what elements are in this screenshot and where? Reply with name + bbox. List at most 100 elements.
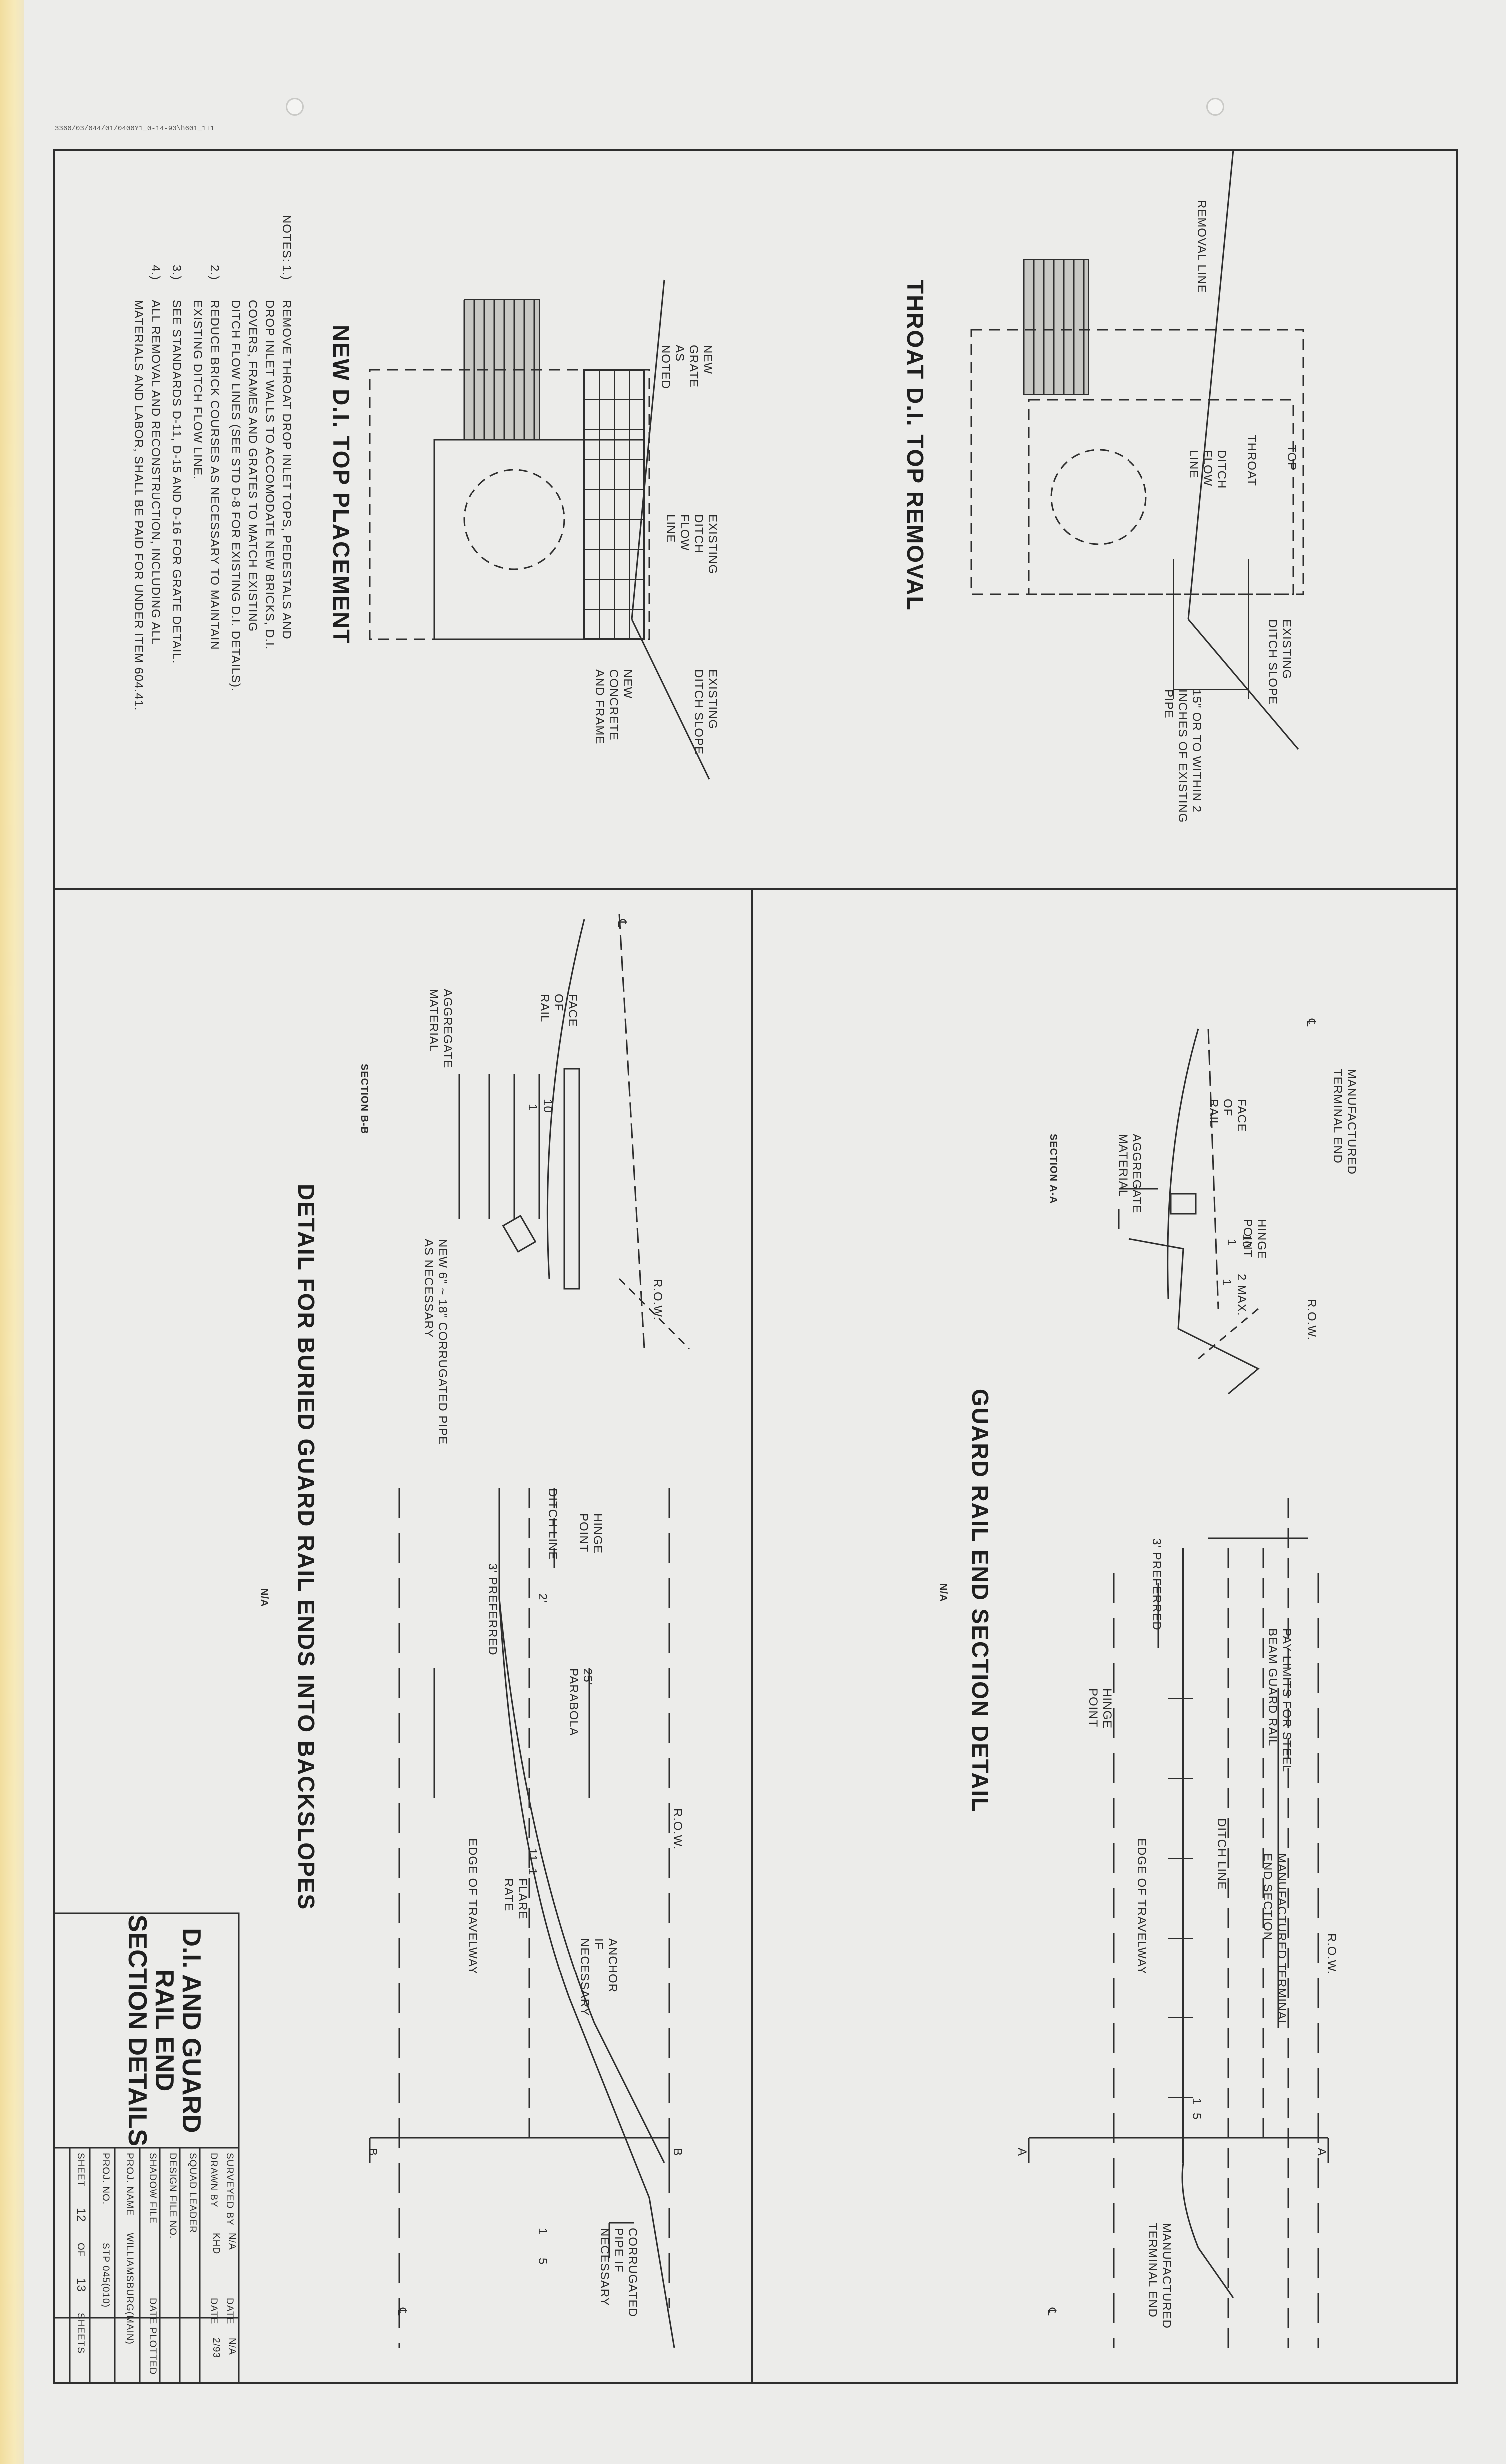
tb-date1-val: N/A [227,2338,237,2355]
buried-edge-travelway: EDGE OF TRAVELWAY [466,1838,479,1975]
section-mark-b-bottom: B [366,2148,379,2157]
existing-ditch-slope-label: EXISTING DITCH SLOPE [1266,619,1293,705]
buried-scale: N/A [259,1588,270,1607]
section-a-slope-2max-1: 1 [1220,1279,1233,1286]
buried-ditch-line: DITCH LINE [546,1488,559,1560]
section-b-slope-1: 1 [526,1104,539,1111]
guard-ratio-5: 5 [1190,2113,1203,2120]
section-b-face-of-rail: FACE OF RAIL [538,994,579,1027]
buried-ratio-1: 1 [536,2228,549,2235]
tb-date2-val: 2/93 [211,2338,221,2358]
buried-anchor: ANCHOR IF NECESSARY [578,1938,619,2016]
throat-removal-drawing [970,149,1304,750]
note-2-num: 2.) [208,265,221,281]
ditch-flow-line-label: DITCH FLOW LINE [1187,450,1228,489]
buried-flare-11: 11 [526,1848,539,1862]
note-1-line: COVERS, FRAMES AND GRATES TO MATCH EXIST… [246,300,259,632]
existing-flow-line-label: EXISTING DITCH FLOW LINE [664,514,719,575]
note-1-num: 1.) [280,265,293,281]
punch-hole [286,98,304,116]
dimension-note: 15" OR TO WITHIN 2 INCHES OF EXISTING PI… [1162,689,1203,823]
binding-tape [0,0,24,2464]
section-a-slope-10: 10 [1240,1234,1253,1248]
new-concrete-label: NEW CONCRETE AND FRAME [593,669,634,745]
section-b-slope-10: 10 [541,1099,554,1113]
paper [24,0,1506,2464]
buried-two-ft: 2' [536,1593,549,1603]
tb-proj-name: PROJ. NAME [124,2153,135,2216]
notes-heading: NOTES: [280,215,293,263]
note-3-line: SEE STANDARDS D-11, D-15 AND D-16 FOR GR… [170,300,183,664]
section-a-slope-1: 1 [1225,1239,1238,1246]
buried-three-preferred: 3' PREFERRED [486,1563,499,1656]
tb-design-file: DESIGN FILE NO. [167,2153,178,2239]
guard-mfr-terminal-end: MANUFACTURED TERMINAL END [1146,2223,1173,2329]
note-1-line: DROP INLET WALLS TO ACCOMODATE NEW BRICK… [263,300,276,650]
section-mark-b-top: B [671,2148,684,2157]
guard-end-scale: N/A [938,1583,949,1602]
new-di-title: NEW D.I. TOP PLACEMENT [328,325,354,645]
guard-end-row: R.O.W. [1325,1933,1338,1975]
title-block [53,1912,240,2384]
buried-parabola: 25' PARABOLA [567,1668,594,1736]
tb-proj-no: PROJ. NO. [100,2153,111,2205]
tb-proj-no-val: STP 045(010) [100,2243,111,2308]
guard-ratio-1: 1 [1190,2098,1203,2105]
note-1-line: DITCH FLOW LINES (SEE STD D-8 FOR EXISTI… [229,300,242,692]
buried-title: DETAIL FOR BURIED GUARD RAIL ENDS INTO B… [293,1184,319,1911]
section-b-pipe-note: NEW 6" ~ 18" CORRUGATED PIPE AS NECESSAR… [422,1239,449,1445]
section-mark-a-bottom: A [1015,2148,1029,2157]
note-2-line: REDUCE BRICK COURSES AS NECESSARY TO MAI… [208,300,221,650]
section-a-terminal-end: MANUFACTURED TERMINAL END [1331,1069,1358,1175]
top-label: TOP [1285,445,1298,471]
tb-date-plotted: DATE PLOTTED [147,2298,158,2375]
new-grate-label: NEW GRATE AS NOTED [659,345,714,389]
tb-of-val: 13 [74,2278,88,2292]
buried-ratio-5: 5 [536,2258,549,2265]
note-4-line: MATERIALS AND LABOR, SHALL BE PAID FOR U… [132,300,145,711]
section-a-face-of-rail: FACE OF RAIL [1207,1099,1248,1132]
tb-date2: DATE [208,2298,219,2325]
note-4-line: ALL REMOVAL AND RECONSTRUCTION, INCLUDIN… [149,300,162,645]
new-di-placement-drawing [369,279,710,780]
section-a-row: R.O.W. [1305,1299,1318,1341]
new-existing-slope-label: EXISTING DITCH SLOPE [692,669,719,755]
tb-sheet-val: 12 [74,2208,88,2222]
punch-hole [1206,98,1224,116]
pay-limits-label: PAY LIMITS FOR STEEL BEAM GUARD RAIL [1266,1628,1293,1772]
buried-row: R.O.W. [671,1808,684,1850]
note-3-num: 3.) [170,265,183,281]
tb-drawn-by: DRAWN BY [208,2153,219,2208]
file-stamp: 3360/03/044/01/0400Y1_0-14-93\h601_1+1 [55,125,215,133]
guard-edge-travelway: EDGE OF TRAVELWAY [1135,1838,1148,1975]
section-mark-a-top: A [1315,2148,1328,2157]
section-b-centerline: ℄ [615,919,629,928]
tb-proj-name-val: WILLIAMSBURG(MAIN) [124,2233,135,2345]
throat-title: THROAT D.I. TOP REMOVAL [902,280,928,611]
section-a-aggregate: AGGREGATE MATERIAL [1116,1134,1143,1214]
guard-centerline: ℄ [1045,2308,1058,2316]
guard-hinge-point: HINGE POINT [1086,1688,1114,1729]
buried-centerline: ℄ [395,2308,409,2316]
note-2-line: EXISTING DITCH FLOW LINE. [191,300,204,480]
mfr-terminal-section-label: MANUFACTURED TERMINAL END SECTION [1261,1853,1288,2027]
section-b-b-drawing [458,914,690,1350]
section-b-aggregate: AGGREGATE MATERIAL [427,989,454,1069]
tb-shadow-file: SHADOW FILE [147,2153,158,2224]
section-a-a-drawing [1118,1028,1260,1395]
tb-drawn-val: KHD [211,2233,221,2255]
tb-surveyed-val: N/A [227,2233,237,2250]
section-a-slope-2max: 2 MAX. [1235,1274,1248,1316]
buried-flare-rate: FLARE RATE [502,1878,529,1920]
section-a-caption: SECTION A-A [1048,1134,1059,1204]
section-a-centerline: ℄ [1304,1019,1318,1027]
tb-of: OF [75,2243,86,2257]
note-4-num: 4.) [149,265,162,281]
guard-end-title: GUARD RAIL END SECTION DETAIL [967,1389,993,1813]
border-frame [53,149,1458,2384]
section-b-caption: SECTION B-B [359,1064,370,1134]
tb-date1: DATE [224,2298,235,2325]
guard-ditch-line: DITCH LINE [1215,1818,1228,1890]
